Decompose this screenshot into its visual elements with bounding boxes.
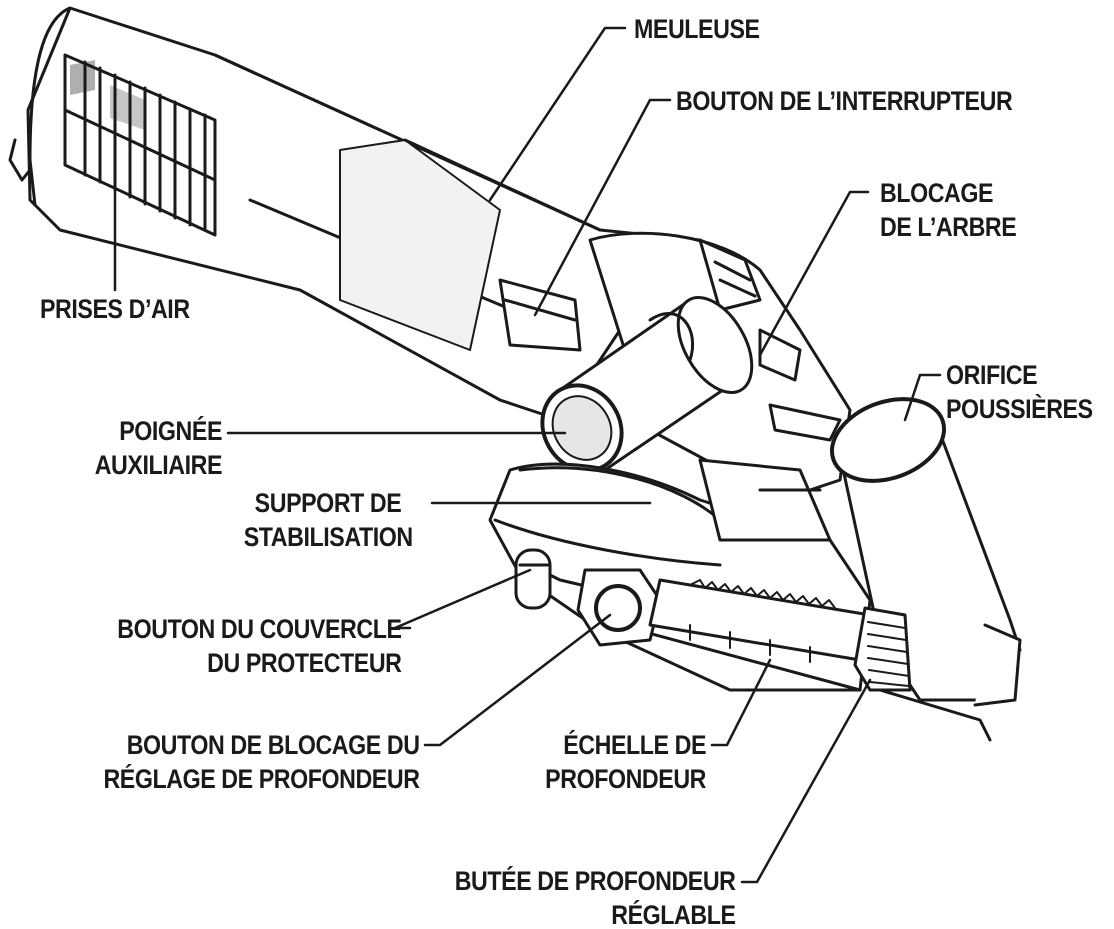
label-bouton-couvercle: BOUTON DU COUVERCLE DU PROTECTEUR <box>117 614 403 678</box>
label-butee-profondeur: BUTÉE DE PROFONDEUR RÉGLABLE <box>455 866 736 929</box>
leader-echelle <box>710 658 772 747</box>
air-vents <box>63 53 217 237</box>
label-blocage-arbre: BLOCAGE DE L’ARBRE <box>880 178 1017 242</box>
leader-blocage-arbre <box>758 190 870 357</box>
leader-orifice <box>903 373 942 422</box>
label-prises-air: PRISES D’AIR <box>40 294 190 324</box>
motor-body <box>8 6 702 422</box>
leader-couvercle <box>393 568 532 630</box>
leader-blocage-reglage <box>423 613 612 747</box>
leader-interrupteur <box>533 98 672 317</box>
leader-butee <box>740 678 872 884</box>
leader-lines <box>113 26 942 884</box>
label-echelle-profondeur: ÉCHELLE DE PROFONDEUR <box>545 730 706 794</box>
depth-stop <box>853 606 912 692</box>
leader-meuleuse <box>488 26 627 202</box>
label-bouton-interrupteur: BOUTON DE L’INTERRUPTEUR <box>676 86 1013 116</box>
label-orifice-poussieres: ORIFICE POUSSIÈRES <box>946 360 1093 424</box>
label-bouton-blocage-reglage: BOUTON DE BLOCAGE DU RÉGLAGE DE PROFONDE… <box>103 730 421 794</box>
auxiliary-handle <box>540 296 754 473</box>
label-meuleuse: MEULEUSE <box>634 14 760 44</box>
label-support-stabilisation: SUPPORT DE STABILISATION <box>243 488 413 552</box>
switch-button <box>498 278 582 352</box>
depth-lock-knob <box>576 568 662 647</box>
label-poignee-auxiliaire: POIGNÉE AUXILIAIRE <box>94 416 223 480</box>
guard-cover-button <box>514 548 552 610</box>
